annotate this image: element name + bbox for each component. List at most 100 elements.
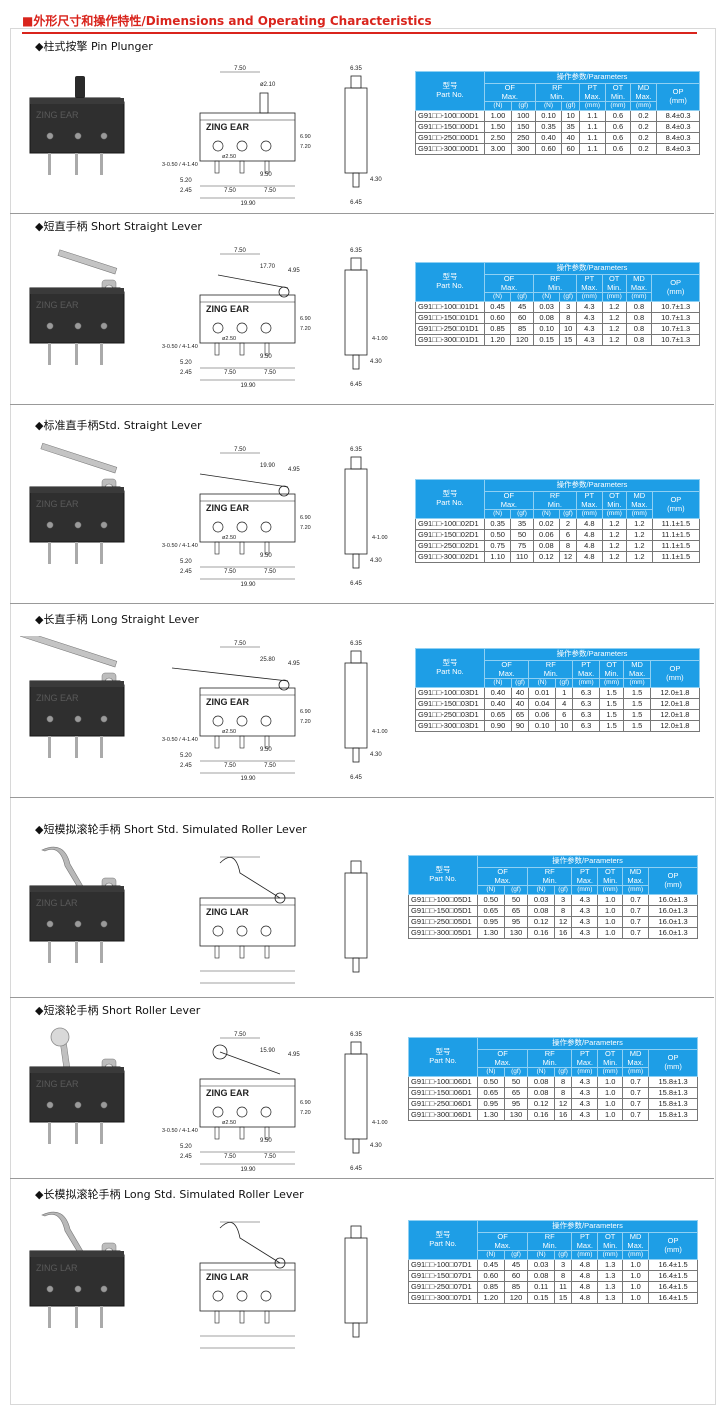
cell-value: 0.16 xyxy=(527,926,555,939)
side-view-actuator xyxy=(350,257,362,271)
cell-value: 60 xyxy=(510,311,535,324)
dim-actuator: ø2.10 xyxy=(260,82,276,88)
cell-value: 0.06 xyxy=(532,528,561,541)
cell-value: 35 xyxy=(561,120,580,133)
hinge-outline xyxy=(278,286,290,298)
cell-value: 4.3 xyxy=(571,1086,599,1099)
cell-value: 1.5 xyxy=(623,697,651,710)
cell-value: 1.10 xyxy=(483,550,512,563)
dim-height: 5.20 xyxy=(180,559,192,565)
cell-value: 4 xyxy=(555,697,574,710)
cell-part-number: G91□□-250□06D1 xyxy=(408,1097,478,1110)
dim-side-bottom: 6.45 xyxy=(350,775,362,781)
cell-value: 15.8±1.3 xyxy=(648,1075,698,1088)
product-section: ◆短模拟滚轮手柄 Short Std. Simulated Roller Lev… xyxy=(10,821,714,998)
unit-n: (N) xyxy=(483,509,512,519)
cell-part-number: G91□□-150□03D1 xyxy=(415,697,485,710)
mounting-screw xyxy=(46,715,54,723)
terminal-pin xyxy=(75,1122,78,1144)
cell-value: 65 xyxy=(503,904,529,917)
dim-side-bottom: 6.45 xyxy=(350,200,362,206)
dim-actuator: 25.80 xyxy=(260,657,276,663)
cell-value: 0.8 xyxy=(625,333,653,346)
unit-gf: (gf) xyxy=(510,509,534,519)
brand-embossing: ZING EAR xyxy=(36,110,79,120)
cell-value: 0.06 xyxy=(528,708,557,721)
roller-outline xyxy=(212,1044,228,1060)
roller-wheel xyxy=(50,1027,70,1047)
cell-value: 110 xyxy=(510,550,534,563)
lever-outline xyxy=(171,667,289,682)
mounting-screw xyxy=(74,132,82,140)
cell-value: 1.2 xyxy=(625,528,653,541)
header-rule xyxy=(22,32,697,34)
hinge-outline xyxy=(278,485,290,497)
drawing-brand: ZING EAR xyxy=(206,697,250,707)
cell-value: 10.7±1.3 xyxy=(651,333,700,346)
cell-value: 0.2 xyxy=(629,142,658,155)
cell-part-number: G91□□-100□06D1 xyxy=(408,1075,478,1088)
cell-value: 6.3 xyxy=(572,708,600,721)
cell-value: 0.7 xyxy=(621,1086,650,1099)
dim-pins: 3-0.50 / 4-1.40 xyxy=(162,543,198,549)
brand-embossing: ZING EAR xyxy=(36,499,79,509)
cell-value: 130 xyxy=(503,926,529,939)
side-view-actuator xyxy=(350,1041,362,1055)
dim-angle: 4.95 xyxy=(288,268,300,274)
cell-value: 0.60 xyxy=(483,311,512,324)
cell-value: 0.8 xyxy=(625,300,653,313)
header-op: OP(mm) xyxy=(648,867,698,895)
cell-value: 4.8 xyxy=(571,1280,599,1293)
terminal-outline xyxy=(264,160,270,174)
lever-outline xyxy=(199,473,289,488)
dim-side-width: 6.35 xyxy=(350,66,362,72)
cell-value: 85 xyxy=(510,322,535,335)
cell-value: 8 xyxy=(553,1269,573,1282)
cell-value: 1.2 xyxy=(601,539,627,552)
terminal-pin xyxy=(100,343,103,365)
mounting-hole xyxy=(212,322,224,334)
cell-value: 50 xyxy=(503,893,529,906)
cell-value: 45 xyxy=(503,1258,529,1271)
terminal-pin xyxy=(48,153,51,175)
dim-right-1: 6.90 xyxy=(300,515,311,521)
dim-top-width: 7.50 xyxy=(234,1032,246,1038)
mounting-screw xyxy=(74,920,82,928)
unit-n: (N) xyxy=(477,1250,505,1260)
drawing-brand: ZING EAR xyxy=(206,503,250,513)
cell-value: 4.8 xyxy=(571,1269,599,1282)
lever-outline xyxy=(217,274,289,289)
product-photo: ZING EAR xyxy=(29,249,125,365)
switch-body xyxy=(29,680,125,737)
cell-part-number: G91□□-100□00D1 xyxy=(415,109,485,122)
unit-n: (N) xyxy=(477,885,505,895)
dim-edge: 2.45 xyxy=(180,1154,192,1160)
dim-right-2: 7.20 xyxy=(300,144,311,150)
unit-gf: (gf) xyxy=(503,1067,529,1077)
drawing-brand: ZING LAR xyxy=(206,907,249,917)
section-divider xyxy=(10,213,714,214)
terminal-outline xyxy=(264,1126,270,1140)
cell-value: 0.11 xyxy=(527,1280,555,1293)
unit-gf: (gf) xyxy=(510,292,535,302)
cell-part-number: G91□□-100□05D1 xyxy=(408,893,478,906)
terminal-outline xyxy=(239,160,245,174)
cell-value: 1.2 xyxy=(625,550,653,563)
switch-body xyxy=(29,885,125,942)
section-divider xyxy=(10,797,714,798)
dim-total: 19.90 xyxy=(240,582,256,588)
mounting-screw xyxy=(100,521,108,529)
